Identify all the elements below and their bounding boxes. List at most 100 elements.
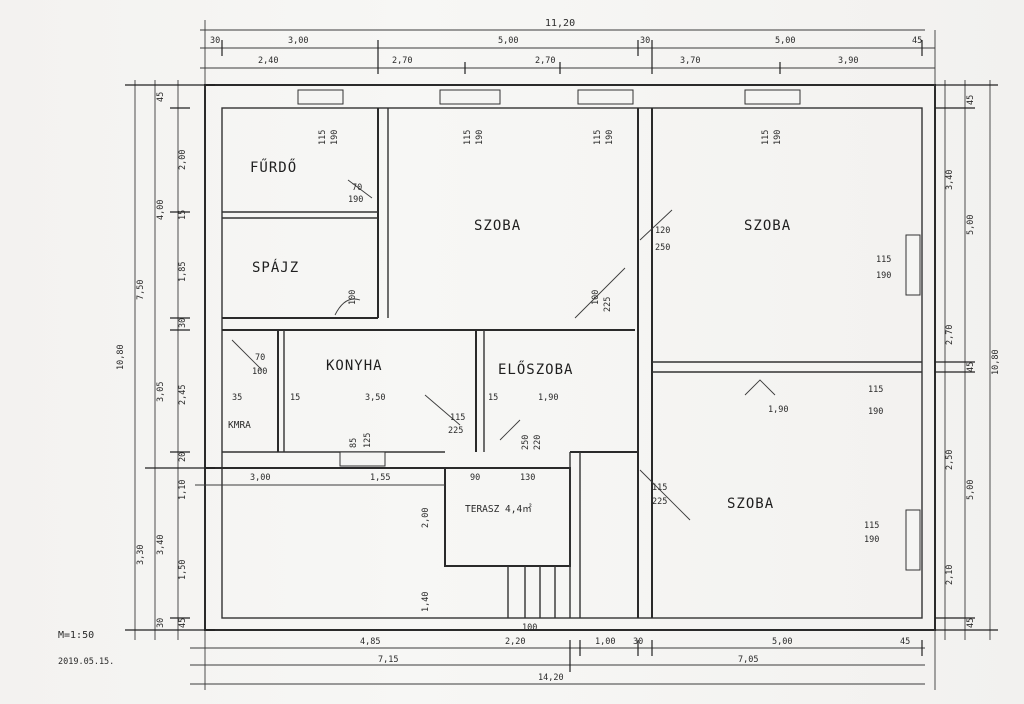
window-room-mid-b [577, 89, 634, 105]
doors [231, 179, 776, 521]
dim-left-s-a: 2,00 [178, 150, 188, 170]
dim-right-s-b: 2,70 [945, 325, 955, 345]
note-mid-door-h: 225 [603, 297, 613, 312]
note-entry-door-h: 220 [533, 435, 543, 450]
room-label-furdo: FŰRDŐ [250, 158, 297, 176]
note-right-door-w: 120 [655, 226, 670, 236]
dim-left-r-c: 3,05 [156, 382, 166, 402]
note-kamra-door-w: 70 [255, 353, 265, 363]
dim-left-s-h: 1,50 [178, 560, 188, 580]
note-kitchen-window-h: 125 [363, 433, 373, 448]
door-entry [499, 419, 521, 441]
note-bath-window-h: 190 [330, 130, 340, 145]
dim-left-s-b: 15 [178, 210, 188, 220]
dim-top-r3-a: 2,40 [258, 56, 278, 66]
note-pantry-door-w: 100 [348, 290, 358, 305]
dim-left-s-f: 20 [178, 452, 188, 462]
note-right-east-window-w: 115 [876, 255, 891, 265]
note-kitchen-door-w: 115 [450, 413, 465, 423]
dim-top-r3-b: 2,70 [392, 56, 412, 66]
note-kamra-w: 35 [232, 393, 242, 403]
dim-top-r3-e: 3,90 [838, 56, 858, 66]
dim-right-s-a: 3,40 [945, 170, 955, 190]
dims-right: 10,80 45 5,00 45 5,00 45 3,40 2,70 2,50 … [945, 95, 1001, 628]
window-room-right-top [744, 89, 801, 105]
dim-bottom-r1-c: 1,00 [595, 637, 615, 647]
note-south-left-a: 3,00 [250, 473, 270, 483]
note-mid-window-a-w: 115 [463, 130, 473, 145]
note-terrace-h: 2,00 [421, 508, 431, 528]
dims-left: 10,80 7,50 3,30 45 4,00 3,05 3,40 2,00 1… [116, 92, 188, 628]
room-label-szoba-right-top: SZOBA [744, 218, 791, 234]
note-kitchen-window-w: 85 [349, 438, 359, 448]
dim-bottom-r1-b: 2,20 [505, 637, 525, 647]
dim-left-r-d: 3,40 [156, 535, 166, 555]
room-label-terasz: TERASZ 4,4㎡ [465, 504, 532, 515]
dim-left-s-d: 30 [178, 318, 188, 328]
window-room-mid-a [439, 89, 501, 105]
room-label-eloszoba: ELŐSZOBA [498, 360, 573, 378]
note-entry-door-w: 250 [521, 435, 531, 450]
dim-right-r-a: 45 [966, 95, 976, 105]
note-kitchen-w: 3,50 [365, 393, 385, 403]
note-hall-w: 1,90 [538, 393, 558, 403]
room-label-szoba-mid: SZOBA [474, 218, 521, 234]
door-kamra [231, 339, 263, 371]
dim-bottom-r2-a: 7,15 [378, 655, 398, 665]
dim-top-r2-e: 5,00 [775, 36, 795, 46]
note-hall-wall: 15 [488, 393, 498, 403]
inner-wall-outline [221, 107, 923, 619]
note-mid-door-w: 100 [591, 290, 601, 305]
window-room-right-bottom-east [905, 509, 921, 571]
window-room-right-east [905, 234, 921, 296]
note-bottom-east-window-h: 190 [864, 535, 879, 545]
room-label-spajz: SPÁJZ [252, 259, 299, 276]
dim-top-r2-f: 45 [912, 36, 922, 46]
dim-bottom-r1-d: 30 [633, 637, 643, 647]
note-right-east-window-h: 190 [876, 271, 891, 281]
note-bath-door-h: 190 [348, 195, 363, 205]
door-bath [347, 179, 373, 199]
dim-right-r-b: 5,00 [966, 215, 976, 235]
dim-right-overall: 10,80 [991, 349, 1001, 375]
door-room-right [639, 209, 673, 241]
outer-wall-outline [204, 84, 936, 631]
dim-bottom-r1-f: 45 [900, 637, 910, 647]
dim-bottom-overall: 14,20 [538, 673, 564, 683]
dim-left-s-j: 45 [178, 618, 188, 628]
dim-left-s-g: 1,10 [178, 480, 188, 500]
note-kitchen-door-h: 225 [448, 426, 463, 436]
note-bottom-door-w: 115 [652, 483, 667, 493]
room-label-kamra: KMRA [228, 420, 251, 431]
dim-right-s-d: 2,10 [945, 565, 955, 585]
note-bottom-door-h: 225 [652, 497, 667, 507]
terrace-outline [444, 467, 571, 567]
dim-top-r2-b: 3,00 [288, 36, 308, 46]
outer-walls [204, 84, 936, 631]
window-bath [297, 89, 344, 105]
room-label-szoba-right-bottom: SZOBA [727, 496, 774, 512]
note-right-window-w: 115 [761, 130, 771, 145]
dim-left-r-b: 4,00 [156, 200, 166, 220]
door-between-rooms [744, 379, 776, 396]
dim-top-r2-a: 30 [210, 36, 220, 46]
note-right-door-h: 250 [655, 243, 670, 253]
stairs [507, 566, 556, 618]
note-mid-window-a-h: 190 [475, 130, 485, 145]
note-terrace-a: 90 [470, 473, 480, 483]
note-stair-w: 100 [522, 623, 537, 633]
dim-left-sub-a: 7,50 [136, 280, 146, 300]
dim-left-s-c: 1,85 [178, 262, 188, 282]
note-bath-window-w: 115 [318, 130, 328, 145]
dim-bottom-r1-a: 4,85 [360, 637, 380, 647]
dim-left-sub-b: 3,30 [136, 545, 146, 565]
door-room-mid [574, 267, 626, 319]
note-terrace-b: 130 [520, 473, 535, 483]
note-right-bottom-window-w: 115 [868, 385, 883, 395]
note-right-window-h: 190 [773, 130, 783, 145]
note-south-left-b: 1,55 [370, 473, 390, 483]
note-kamra-door-h: 160 [252, 367, 267, 377]
dim-right-s-c: 2,50 [945, 450, 955, 470]
dim-left-overall: 10,80 [116, 344, 126, 370]
